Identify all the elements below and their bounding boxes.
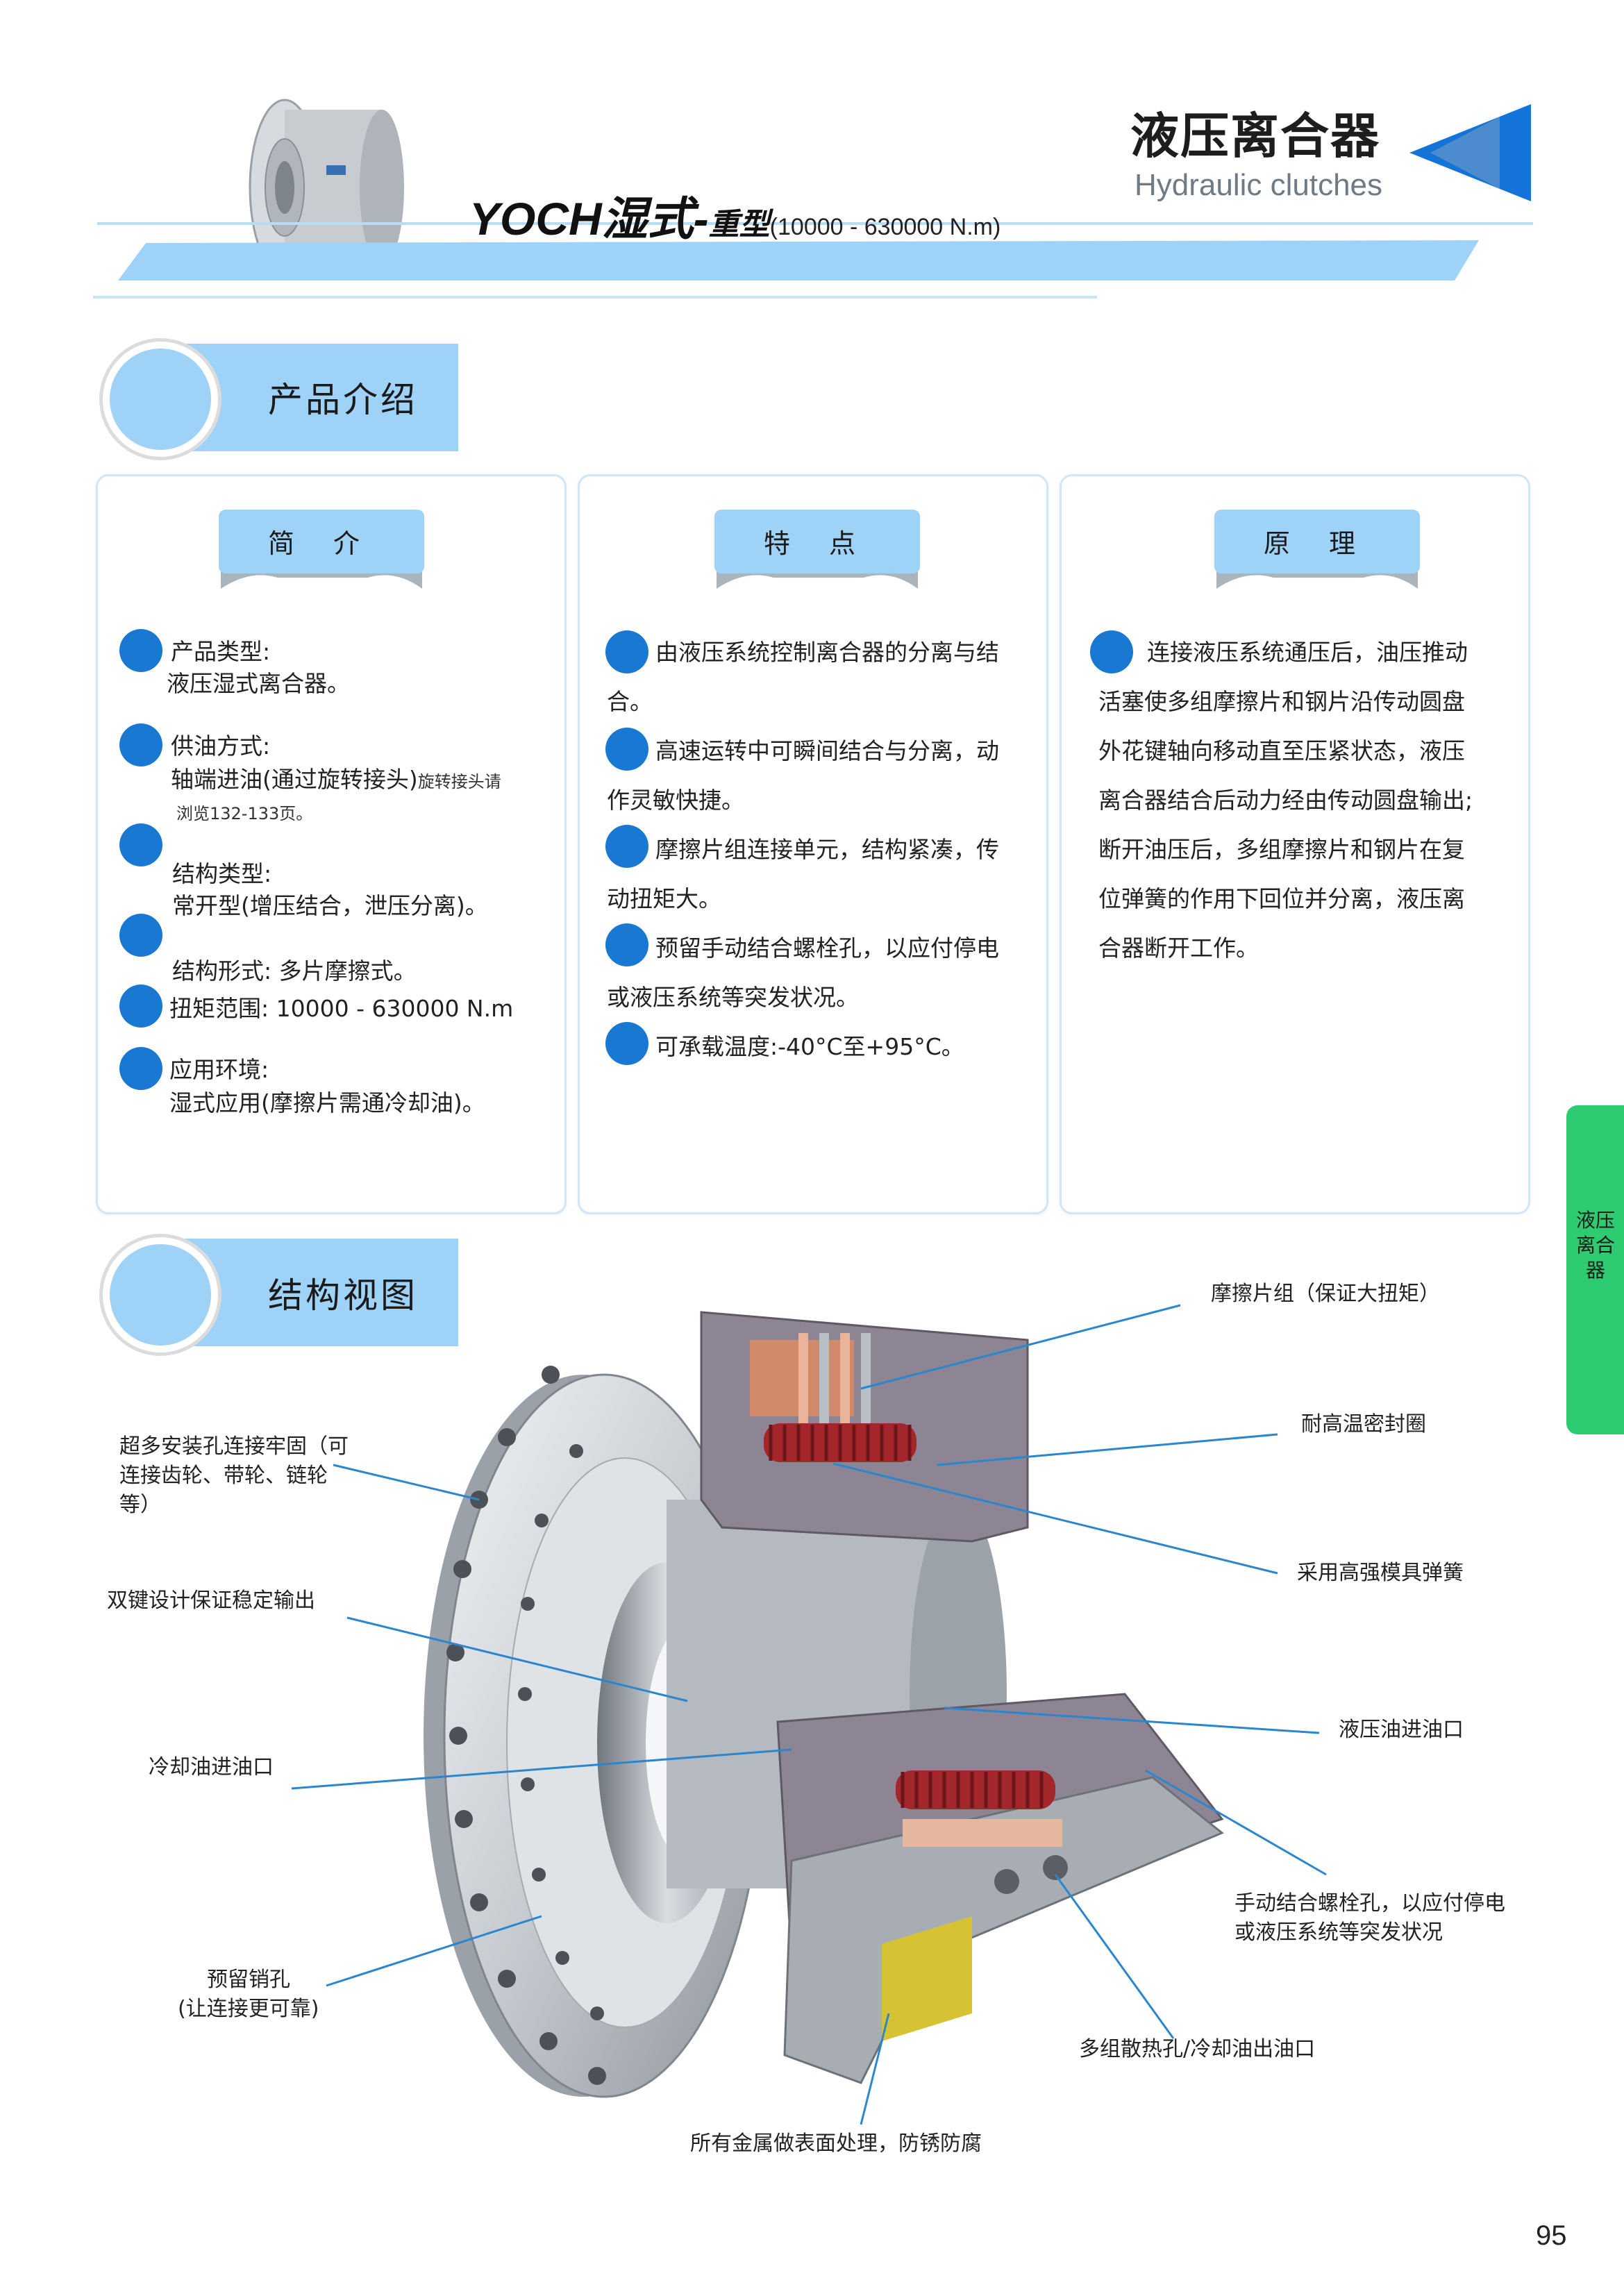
callout-holes-2: 连接齿轮、带轮、链轮 [119, 1464, 328, 1488]
model-prefix: YOCH湿式- [469, 193, 709, 244]
principle-line: 合器断开工作。 [1098, 935, 1259, 962]
header-graphics [93, 99, 1533, 299]
ribbon-brief [219, 510, 424, 589]
structure-section-title: 结构视图 [268, 1275, 418, 1316]
callout-spring: 采用高强模具弹簧 [1297, 1561, 1464, 1585]
bullet-dot [1090, 630, 1133, 673]
supply-text: 轴端进油(通过旋转接头) [171, 766, 418, 793]
bullet-dot [119, 823, 162, 866]
category-side-tab[interactable] [1566, 1105, 1624, 1434]
callout-holes-3: 等） [119, 1493, 161, 1517]
brief-item-label: 结构类型: [172, 860, 272, 887]
brief-item-value: 液压湿式离合器。 [167, 670, 350, 697]
brief-item-value: 常开型(增压结合，泄压分离)。 [172, 892, 488, 919]
callout-hyd-inlet: 液压油进油口 [1339, 1718, 1464, 1742]
feature-line: 预留手动结合螺栓孔，以应付停电 [655, 935, 999, 962]
principle-card [1060, 474, 1530, 1214]
principle-line: 连接液压系统通压后，油压推动 [1147, 639, 1468, 666]
callout-seal: 耐高温密封圈 [1301, 1412, 1426, 1436]
callout-surface: 所有金属做表面处理，防锈防腐 [690, 2131, 982, 2156]
feature-line: 动扭矩大。 [607, 885, 721, 912]
callout-pin-1: 预留销孔 [207, 1968, 290, 1992]
principle-line: 位弹簧的作用下回位并分离，液压离 [1098, 885, 1465, 912]
clutch-cutaway-diagram [291, 1304, 1327, 2125]
ribbon-principle [1214, 510, 1420, 589]
structure-section-circle [103, 1237, 218, 1352]
triangle-arrow-icon [1409, 104, 1531, 201]
bullet-dot [605, 630, 648, 673]
intro-section-circle [103, 342, 218, 457]
feature-line: 由液压系统控制离合器的分离与结 [655, 639, 999, 666]
callout-cool-inlet: 冷却油进油口 [149, 1755, 274, 1779]
feature-line: 或液压系统等突发状况。 [607, 984, 859, 1011]
principle-line: 外花键轴向移动直至压紧状态，液压 [1098, 737, 1465, 764]
callout-manual-1: 手动结合螺栓孔，以应付停电 [1234, 1891, 1505, 1916]
callout-dual-key: 双键设计保证稳定输出 [107, 1589, 315, 1613]
brief-item-value: 轴端进油(通过旋转接头)旋转接头请 [171, 764, 501, 798]
model-range: (10000 - 630000 N.m) [769, 214, 1001, 240]
bullet-dot [119, 723, 162, 766]
brief-item-value: 湿式应用(摩擦片需通冷却油)。 [169, 1089, 485, 1116]
ribbon-features [714, 510, 920, 589]
bullet-dot [119, 984, 162, 1028]
upper-spring [764, 1423, 916, 1462]
page-number: 95 [1536, 2220, 1567, 2251]
callout-pin-2: (让连接更可靠) [178, 1997, 319, 2021]
intro-section-title: 产品介绍 [268, 380, 418, 420]
bullet-dot [605, 825, 648, 868]
brief-item-label: 应用环境: [169, 1056, 269, 1083]
feature-line: 摩擦片组连接单元，结构紧凑，传 [655, 836, 999, 863]
bullet-dot [605, 728, 648, 771]
brief-item-label: 产品类型: [171, 638, 271, 665]
principle-line: 离合器结合后动力经由传动圆盘输出; [1098, 787, 1473, 814]
bullet-dot [605, 1022, 648, 1065]
brief-item-label: 供油方式: [171, 732, 271, 760]
page-title: 液压离合器 [1130, 108, 1380, 165]
supply-note: 旋转接头请 [417, 772, 501, 791]
callout-friction: 摩擦片组（保证大扭矩） [1211, 1282, 1440, 1306]
bullet-dot [119, 914, 162, 957]
feature-line: 作灵敏快捷。 [607, 787, 744, 814]
clutch-product-icon [249, 99, 404, 276]
card-ribbons [219, 510, 1420, 589]
category-side-tab-label: 液压离合器 [1576, 1209, 1616, 1282]
brief-item-label: 结构形式: 多片摩擦式。 [172, 957, 417, 984]
leader-lines [291, 1304, 1327, 2125]
model-sub: 重型 [708, 208, 770, 242]
brief-card [96, 474, 567, 1214]
principle-card-title: 原 理 [1263, 528, 1371, 559]
model-name: YOCH湿式-重型(10000 - 630000 N.m) [469, 182, 1001, 249]
upper-cutaway [700, 1311, 1029, 1543]
features-card-title: 特 点 [763, 528, 871, 559]
bullet-dot [119, 1047, 162, 1090]
callout-vent: 多组散热孔/冷却油出油口 [1079, 2037, 1316, 2061]
bullet-dot [605, 923, 648, 966]
feature-line: 可承载温度:-40°C至+95°C。 [655, 1033, 964, 1060]
lower-spring [896, 1770, 1055, 1809]
lower-cutaway [776, 1693, 1224, 2084]
mounting-holes [446, 1366, 606, 2085]
brief-item-label: 扭矩范围: 10000 - 630000 N.m [169, 995, 514, 1022]
features-card [578, 474, 1048, 1214]
callout-manual-2: 或液压系统等突发状况 [1234, 1920, 1443, 1945]
feature-line: 高速运转中可瞬间结合与分离，动 [655, 737, 999, 764]
feature-line: 合。 [607, 688, 653, 715]
principle-line: 断开油压后，多组摩擦片和钢片在复 [1098, 836, 1465, 863]
supply-note-cont: 浏览132-133页。 [176, 804, 313, 823]
page-subtitle: Hydraulic clutches [1135, 168, 1383, 202]
callout-holes-1: 超多安装孔连接牢固（可 [119, 1434, 349, 1459]
brief-card-title: 简 介 [267, 528, 376, 559]
bullet-dot [119, 629, 162, 672]
principle-line: 活塞使多组摩擦片和钢片沿传动圆盘 [1098, 688, 1465, 715]
